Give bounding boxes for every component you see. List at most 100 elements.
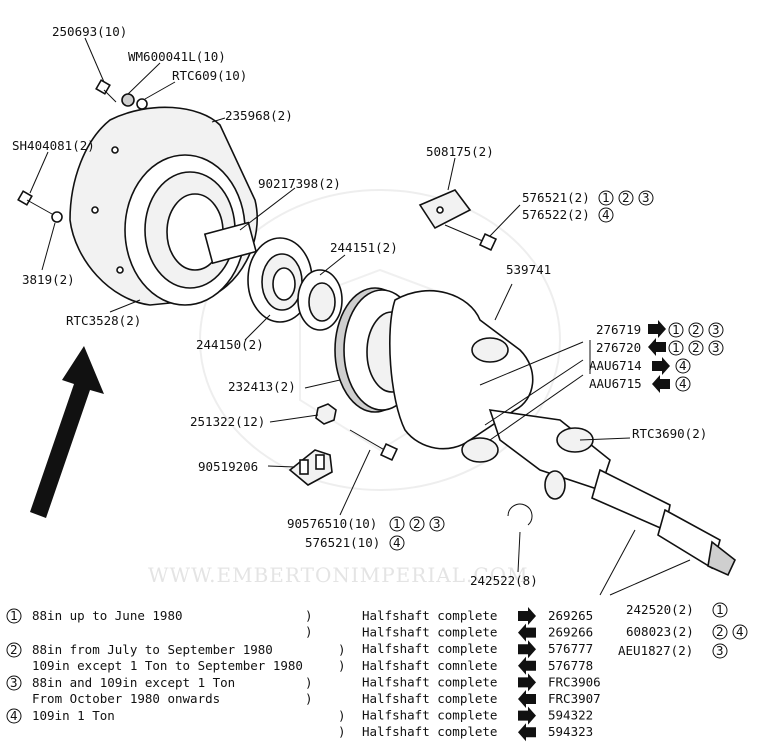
- washer-3819: [51, 211, 63, 223]
- axle-casing-539741: [389, 290, 534, 463]
- label-244151: 244151(2): [330, 240, 398, 255]
- svg-text:1: 1: [672, 322, 680, 337]
- svg-text:): ): [338, 724, 346, 739]
- label-aau6715: AAU6715: [589, 376, 642, 391]
- ref-1-icon: 1: [668, 322, 684, 338]
- label-242520: 242520(2): [626, 602, 694, 617]
- svg-text:4: 4: [602, 207, 610, 222]
- label-539741: 539741: [506, 262, 551, 277]
- ref-1-icon: 1: [598, 190, 614, 206]
- washer-rtc609: [136, 98, 148, 110]
- label-576521-b: 576521(10): [305, 535, 380, 550]
- svg-text:): ): [305, 624, 313, 639]
- svg-text:1: 1: [393, 516, 401, 531]
- halfshaft-part-number: 269266: [548, 625, 593, 640]
- circled-refs: 1 2 3 4 1 2 3 1 2 3 4 4 1 2 3 4 1 2 4 3: [389, 190, 748, 659]
- watermark-text: WWW.EMBERTONIMPERIAL.COM: [148, 563, 529, 587]
- ref-4-icon: 4: [675, 376, 691, 392]
- svg-text:2: 2: [413, 516, 421, 531]
- label-wm600041l: WM600041L(10): [128, 49, 226, 64]
- label-508175: 508175(2): [426, 144, 494, 159]
- universal-joint: [488, 409, 611, 500]
- halfshaft-label: Halfshaft complete: [362, 724, 497, 739]
- ref-3-icon: 3: [708, 322, 724, 338]
- halfshaft-part-number: 576778: [548, 658, 593, 673]
- arrow-right-icon: [518, 607, 536, 625]
- ref-4-icon: 4: [389, 535, 405, 551]
- footer-notes: 1 88in up to June 1980 2 88in from July …: [6, 608, 346, 739]
- label-aau6714: AAU6714: [589, 358, 642, 373]
- ref-2-icon: 2: [618, 190, 634, 206]
- svg-text:3: 3: [712, 340, 720, 355]
- note-4-line-1: 109in 1 Ton: [32, 708, 115, 723]
- note-2: 2 88in from July to September 1980 109in…: [6, 642, 303, 673]
- svg-text:2: 2: [692, 322, 700, 337]
- svg-text:): ): [338, 642, 346, 657]
- ref-2-icon: 2: [409, 516, 425, 532]
- halfshaft-part-number: 594322: [548, 708, 593, 723]
- ref-3-icon: 3: [429, 516, 445, 532]
- label-3819: 3819(2): [22, 272, 75, 287]
- label-90217398: 90217398(2): [258, 176, 341, 191]
- svg-text:3: 3: [433, 516, 441, 531]
- label-250693: 250693(10): [52, 24, 127, 39]
- svg-text:1: 1: [602, 190, 610, 205]
- svg-text:4: 4: [736, 624, 744, 639]
- svg-text:3: 3: [716, 643, 724, 658]
- arrow-right-icon: [518, 673, 536, 692]
- note-3: 3 88in and 109in except 1 Ton From Octob…: [6, 675, 235, 706]
- svg-text:3: 3: [10, 675, 18, 690]
- label-rtc3690: RTC3690(2): [632, 426, 707, 441]
- ref-4-icon: 4: [675, 358, 691, 374]
- ref-4-icon: 4: [732, 624, 748, 640]
- halfshaft-label: Halfshaft comnlete: [362, 658, 497, 673]
- ref-3-icon: 3: [638, 190, 654, 206]
- halfshaft-part-number: 269265: [548, 608, 593, 623]
- svg-text:2: 2: [692, 340, 700, 355]
- leader-lines: [29, 37, 691, 596]
- svg-text:3: 3: [712, 322, 720, 337]
- bearing-244150: [247, 237, 313, 323]
- note-1-line-1: 88in up to June 1980: [32, 608, 183, 623]
- arrow-left-icon: [518, 723, 536, 742]
- halfshaft-label: Halfshaft complete: [362, 708, 497, 723]
- halfshaft-label: Halfshaft complete: [362, 641, 497, 656]
- svg-text:1: 1: [672, 340, 680, 355]
- bolt-576521-bracket: [444, 224, 498, 252]
- halfshaft-label: Halfshaft complete: [362, 674, 497, 689]
- ref-1-icon: 1: [712, 602, 728, 618]
- label-232413: 232413(2): [228, 379, 296, 394]
- arrow-left-icon: [652, 375, 670, 393]
- stub-shaft: [203, 221, 258, 265]
- ref-2-icon: 2: [688, 322, 704, 338]
- halfshaft-row: Halfshaft comnlete 576778: [362, 656, 593, 675]
- label-244150: 244150(2): [196, 337, 264, 352]
- halfshaft-row: Halfshaft complete 594323: [362, 723, 593, 742]
- ref-2-icon: 2: [712, 624, 728, 640]
- label-276720: 276720: [596, 340, 641, 355]
- svg-text:2: 2: [622, 190, 630, 205]
- svg-text:2: 2: [716, 624, 724, 639]
- halfshaft-part-number: FRC3907: [548, 691, 601, 706]
- ref-2-icon: 2: [688, 340, 704, 356]
- svg-text:4: 4: [393, 535, 401, 550]
- svg-text:): ): [338, 658, 346, 673]
- halfshaft-part-number: 594323: [548, 724, 593, 739]
- halfshaft-row: Halfshaft complete 594322: [362, 706, 593, 725]
- seal-244151: [297, 269, 343, 331]
- label-rtc3528: RTC3528(2): [66, 313, 141, 328]
- halfshaft-part-number: FRC3906: [548, 674, 601, 689]
- halfshaft-label: Halfshaft complete: [362, 625, 497, 640]
- halfshaft-row: Halfshaft complete FRC3906: [362, 673, 601, 692]
- svg-text:3: 3: [642, 190, 650, 205]
- svg-text:2: 2: [10, 642, 18, 657]
- arrow-left-icon: [518, 690, 536, 708]
- note-4: 4 109in 1 Ton: [6, 708, 115, 724]
- svg-text:4: 4: [679, 358, 687, 373]
- arrow-left-icon: [518, 623, 536, 642]
- halfshaft-label: Halfshaft complete: [362, 691, 497, 706]
- circlip-242522: [507, 503, 533, 526]
- svg-text:1: 1: [10, 608, 18, 623]
